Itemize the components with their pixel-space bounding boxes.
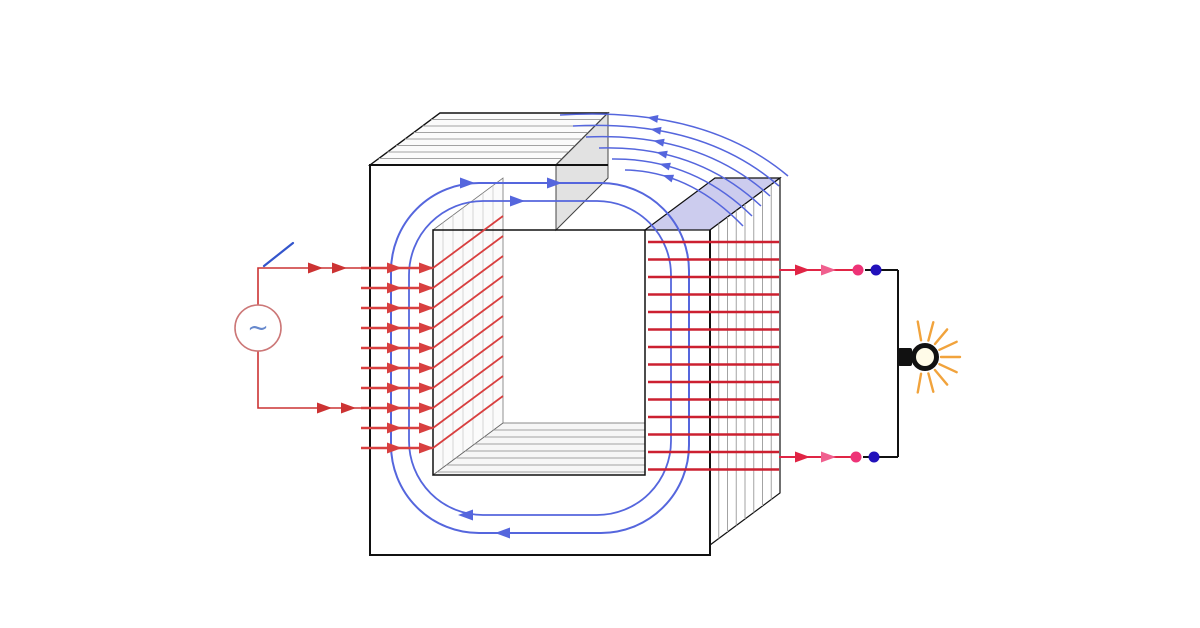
- primary-turn-back: [432, 295, 504, 349]
- current-arrow: [419, 402, 434, 414]
- flux-fringe-arc: [611, 158, 753, 217]
- flux-arrow: [646, 115, 659, 123]
- current-arrow: [419, 342, 434, 354]
- flux-arrow: [547, 177, 562, 189]
- bulb-socket: [898, 348, 912, 366]
- flux-arrow: [495, 527, 510, 539]
- flux-fringe-arc: [572, 124, 780, 187]
- flux-loop: [390, 182, 690, 534]
- current-arrow: [387, 442, 402, 454]
- secondary-circuit: [779, 264, 962, 463]
- ac-source-symbol: ~: [247, 313, 269, 343]
- current-arrow: [308, 262, 323, 274]
- secondary-coil: [648, 240, 779, 471]
- current-arrow: [419, 322, 434, 334]
- terminal-dot-pink-top: [852, 264, 864, 276]
- current-arrow: [341, 402, 356, 414]
- current-arrow: [332, 262, 347, 274]
- core: [367, 111, 782, 556]
- bulb-ray: [938, 340, 958, 352]
- bulb-ray: [927, 372, 935, 393]
- flux-arrow: [458, 509, 473, 521]
- current-arrow: [387, 282, 402, 294]
- terminal-dot-blue-bottom: [868, 451, 880, 463]
- current-arrow: [387, 422, 402, 434]
- primary-turn-back: [432, 355, 504, 409]
- flux-lines: [390, 113, 789, 539]
- current-arrow: [387, 302, 402, 314]
- current-arrow: [795, 451, 810, 463]
- current-arrow: [821, 451, 836, 463]
- flux-fringe-arc: [624, 169, 744, 227]
- flux-loop: [408, 200, 672, 516]
- flux-arrow: [650, 126, 662, 135]
- bulb-ray: [916, 372, 923, 394]
- current-arrow: [795, 264, 810, 276]
- primary-turn-back: [432, 235, 504, 289]
- primary-turn-back: [432, 315, 504, 369]
- current-arrow: [419, 362, 434, 374]
- bulb-ray: [933, 328, 949, 346]
- primary-coil: [361, 215, 504, 454]
- current-arrow: [317, 402, 332, 414]
- primary-turn-back: [432, 375, 504, 429]
- flux-fringe-arc: [585, 135, 771, 197]
- switch-lever-icon: [262, 241, 295, 268]
- current-arrow: [419, 442, 434, 454]
- bulb-ray: [933, 368, 949, 386]
- bulb-ray: [916, 320, 923, 342]
- current-arrow: [419, 262, 434, 274]
- bulb-ray: [927, 321, 935, 342]
- current-arrow: [419, 282, 434, 294]
- core-window-outline: [432, 229, 646, 476]
- bulb-ray: [938, 362, 958, 374]
- ac-source: [234, 304, 282, 352]
- current-arrow: [821, 264, 836, 276]
- current-arrow: [387, 262, 402, 274]
- current-arrow: [387, 362, 402, 374]
- flux-fringe-arc: [598, 147, 762, 207]
- flux-arrow: [510, 195, 525, 207]
- current-arrow: [419, 302, 434, 314]
- current-arrow: [419, 422, 434, 434]
- flux-arrow: [460, 177, 475, 189]
- terminal-dot-pink-bottom: [850, 451, 862, 463]
- current-arrow: [387, 342, 402, 354]
- primary-wire-bottom: [257, 351, 361, 409]
- primary-wire-top: [257, 267, 361, 305]
- terminal-dot-blue-top: [870, 264, 882, 276]
- labels-layer: ~: [247, 313, 269, 343]
- flux-arrow: [659, 162, 671, 171]
- flux-arrow: [656, 150, 668, 159]
- flux-arrow: [662, 174, 675, 183]
- current-arrow: [387, 402, 402, 414]
- current-arrow: [387, 382, 402, 394]
- flux-arrow: [653, 138, 665, 147]
- primary-turn-back: [432, 335, 504, 389]
- primary-turn-back: [432, 215, 504, 269]
- flux-fringe-arc: [559, 113, 789, 177]
- primary-circuit: [234, 241, 361, 414]
- primary-turn-back: [432, 255, 504, 309]
- primary-turn-back: [432, 395, 504, 449]
- light-bulb: [911, 343, 939, 371]
- current-arrow: [419, 382, 434, 394]
- primary-turn-back: [432, 275, 504, 329]
- current-arrow: [387, 322, 402, 334]
- core-outer-outline: [369, 164, 711, 556]
